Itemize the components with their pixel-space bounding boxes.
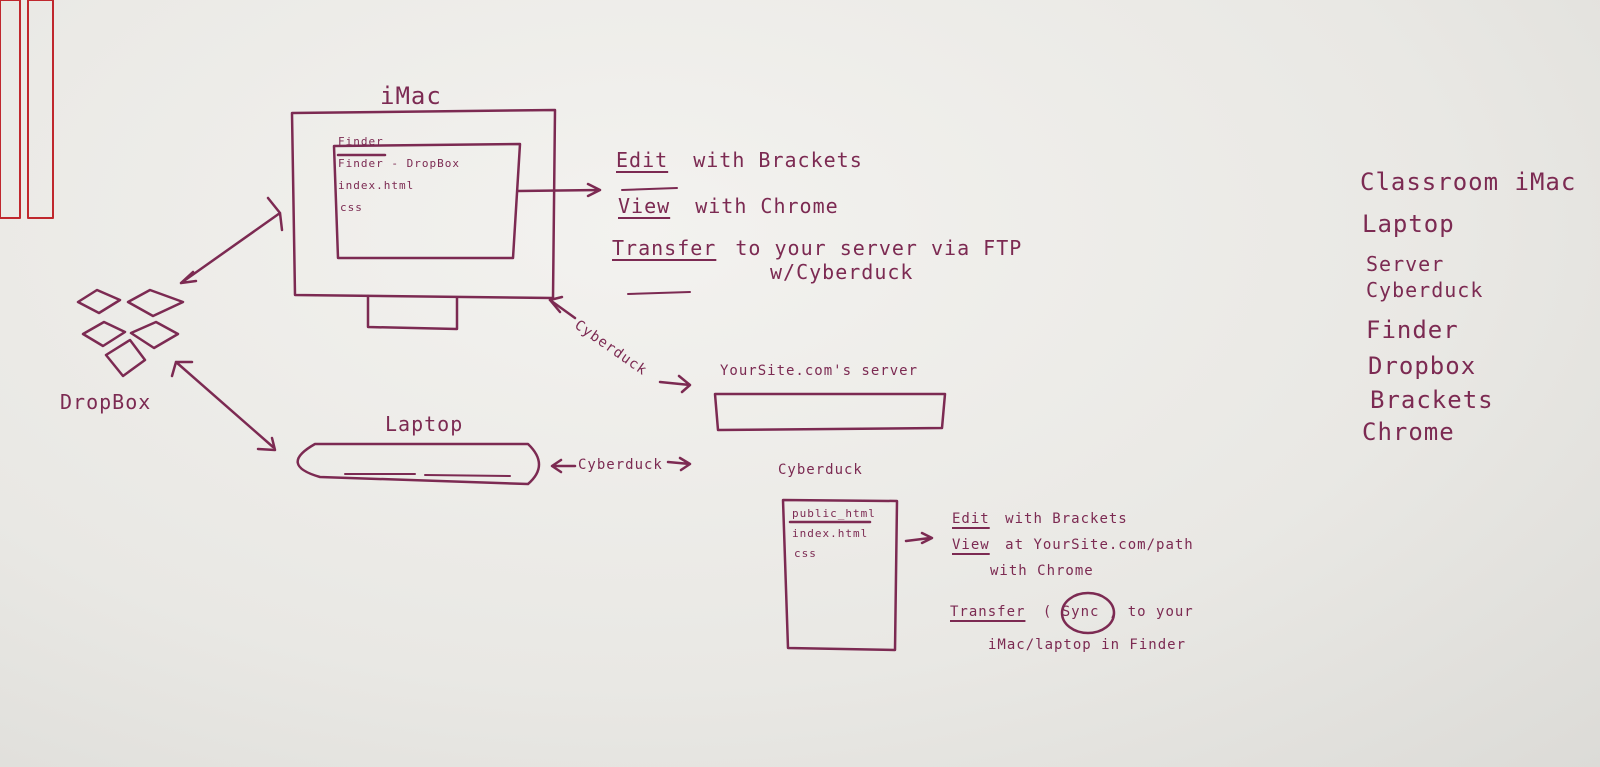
cyberduck-file-3: css: [794, 547, 817, 560]
server-step-transfer-verb: Transfer: [950, 604, 1026, 620]
red-strip-left: [0, 0, 21, 219]
transfer-double-underline: [627, 291, 691, 295]
server-step-edit-rest: with Brackets: [1005, 511, 1128, 527]
dropbox-logo-diamond-2: [126, 288, 185, 318]
laptop-server-cyberduck-label: Cyberduck: [578, 457, 663, 473]
legend-item-2: Laptop: [1362, 210, 1455, 238]
server-box: [713, 392, 947, 432]
laptop-body: [296, 442, 541, 486]
server-step-view-verb: View: [952, 537, 990, 553]
dropbox-laptop-arrow: [170, 360, 277, 452]
imac-title: iMac: [380, 82, 442, 110]
server-step-view-rest: at YourSite.com/path: [1005, 537, 1194, 553]
server-step-transfer-rest: ( Sync ) to your: [1042, 604, 1194, 620]
imac-step-cyberduck: w/Cyberduck: [770, 260, 914, 284]
legend-item-3: Server: [1366, 252, 1445, 276]
imac-server-arrow: [548, 295, 692, 394]
legend-item-6: Dropbox: [1368, 352, 1477, 380]
imac-step-transfer-verb: Transfer: [612, 236, 717, 260]
imac-file-3: css: [340, 201, 363, 214]
imac-dropbox-arrow: [179, 196, 284, 285]
red-strip-right: [27, 0, 54, 219]
imac-step-edit: Edit with Brackets: [616, 150, 863, 170]
imac-step-edit-verb: Edit: [616, 148, 669, 172]
cyberduck-file-2: index.html: [792, 527, 869, 540]
dropbox-logo-diamond-3: [81, 320, 127, 348]
imac-file-2: index.html: [338, 179, 415, 192]
sync-circle: [1060, 591, 1116, 635]
server-label: YourSite.com's server: [720, 363, 919, 379]
legend-item-5: Finder: [1366, 316, 1459, 344]
imac-server-arrow-shaft-a: [548, 298, 577, 320]
server-step-edit: Edit with Brackets: [952, 512, 1128, 526]
imac-step-transfer: Transfer to your server via FTP: [612, 238, 1022, 258]
server-step-finder: iMac/laptop in Finder: [988, 637, 1187, 653]
dropbox-logo-diamond-5: [104, 338, 147, 378]
cyberduck-to-steps-arrow: [904, 531, 934, 545]
server-step-view-chrome: with Chrome: [990, 563, 1094, 579]
dropbox-logo-diamond-1: [76, 288, 122, 315]
server-step-edit-verb: Edit: [952, 511, 990, 527]
imac-file-1: Finder - DropBox: [338, 157, 460, 170]
dropbox-label: DropBox: [60, 390, 152, 414]
imac-stand: [366, 294, 459, 331]
laptop-server-arrow: [550, 456, 692, 474]
legend-item-1: Classroom iMac: [1360, 168, 1577, 196]
legend-item-4: Cyberduck: [1366, 278, 1484, 302]
imac-to-steps-arrow: [516, 182, 602, 198]
laptop-keyboard: [344, 473, 511, 477]
imac-step-edit-rest: with Brackets: [693, 148, 863, 172]
server-step-transfer: Transfer ( Sync ) to your: [950, 605, 1194, 619]
imac-step-transfer-rest: to your server via FTP: [735, 236, 1023, 260]
imac-step-view: View with Chrome: [618, 196, 839, 216]
laptop-label: Laptop: [385, 412, 464, 436]
dropbox-logo-diamond-4: [129, 320, 180, 350]
cyberduck-window-title: Cyberduck: [778, 462, 863, 478]
imac-finder-window: [332, 142, 522, 260]
cyberduck-window: [781, 498, 899, 652]
edit-double-underline: [621, 187, 678, 191]
imac-step-view-rest: with Chrome: [695, 194, 839, 218]
cyberduck-file-1: public_html: [792, 507, 876, 520]
legend-item-8: Chrome: [1362, 418, 1455, 446]
imac-finder-header: Finder: [338, 135, 384, 148]
imac-step-view-verb: View: [618, 194, 671, 218]
server-step-view: View at YourSite.com/path: [952, 538, 1194, 552]
legend-item-7: Brackets: [1370, 386, 1494, 414]
